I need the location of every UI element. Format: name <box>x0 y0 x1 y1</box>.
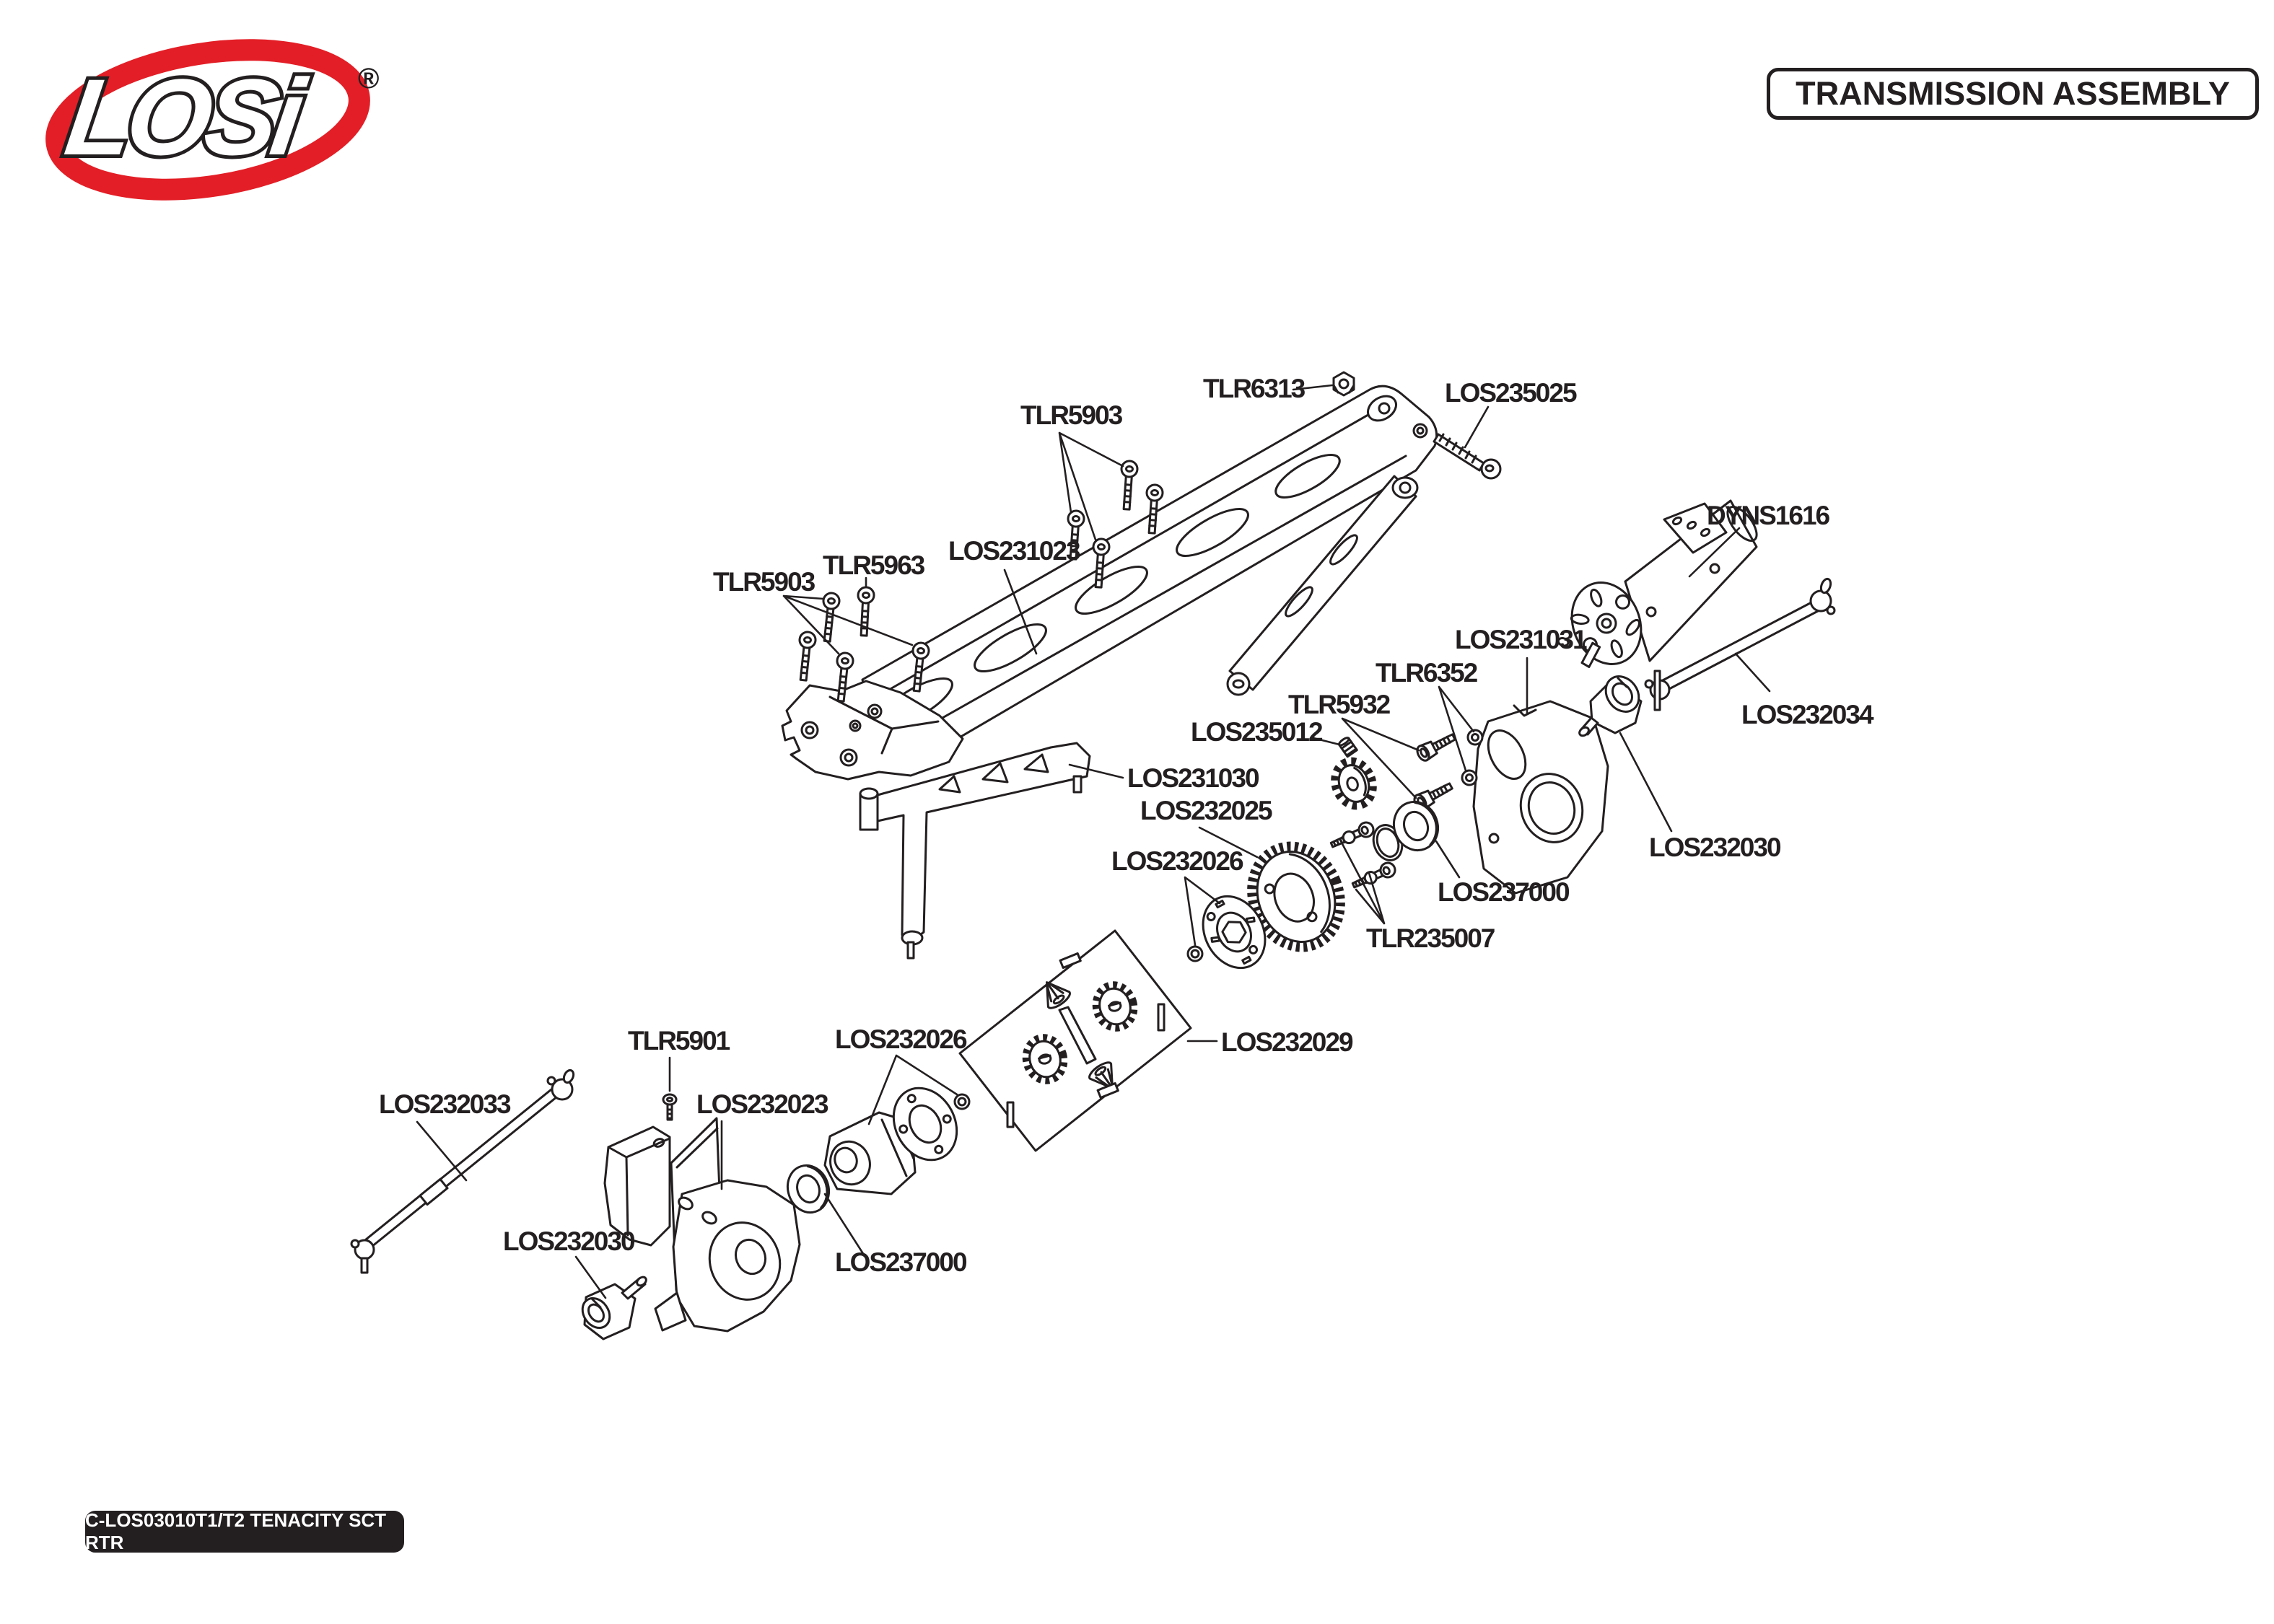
motor-plate-los231031 <box>1472 700 1609 895</box>
callout-tlr6313: TLR6313 <box>1203 374 1306 403</box>
bearing-right-los237000 <box>1393 800 1439 852</box>
driveshaft-right-los232034 <box>1644 577 1836 711</box>
gearbox-brace-strut <box>859 742 1091 960</box>
drive-cup-lower-los232030 <box>581 1276 647 1340</box>
leader-tlr5932 <box>1341 717 1420 799</box>
callout-los231023: LOS231023 <box>948 536 1080 566</box>
leader-dyns1616 <box>1688 527 1741 578</box>
callout-los237000-lower: LOS237000 <box>835 1247 967 1277</box>
leader-los231023 <box>1003 569 1038 655</box>
leader-tlr6313 <box>1292 384 1334 391</box>
chassis-bulkhead <box>781 680 964 781</box>
diff-internals-los232029 <box>958 929 1192 1152</box>
callout-los232026-upper: LOS232026 <box>1111 846 1243 876</box>
spur-gear-los232025 <box>1247 841 1345 952</box>
registered-mark: ® <box>358 63 379 95</box>
leader-los232026-lower <box>867 1054 958 1125</box>
leader-tlr235007 <box>1339 838 1386 925</box>
leader-los232034 <box>1734 652 1771 693</box>
motor-guard-cover <box>603 1125 671 1247</box>
oring-lower <box>953 1093 971 1110</box>
callout-tlr5903-left: TLR5903 <box>713 567 815 597</box>
leader-los232025 <box>1198 826 1259 859</box>
footer-text: C-LOS03010T1/T2 TENACITY SCT RTR <box>85 1509 387 1553</box>
leader-tlr5903-left <box>782 594 914 655</box>
callout-los232025: LOS232025 <box>1140 796 1272 825</box>
callout-tlr5963: TLR5963 <box>823 550 925 580</box>
callout-tlr6352: TLR6352 <box>1376 658 1478 688</box>
nut-tlr6313 <box>1332 371 1355 397</box>
callout-los232030-lower: LOS232030 <box>503 1226 635 1256</box>
diff-cover-plate-los232026 <box>1202 895 1267 970</box>
screw-los235025 <box>1433 433 1502 480</box>
callout-los231030: LOS231030 <box>1127 763 1259 793</box>
leader-los237000-right <box>1435 840 1461 879</box>
leader-los235025 <box>1464 405 1490 449</box>
callout-los232023: LOS232023 <box>696 1089 828 1119</box>
set-screw-los235012 <box>1337 737 1358 758</box>
leader-tlr6352 <box>1438 685 1475 772</box>
drive-cup-right-los232030 <box>1578 675 1643 737</box>
screw-tlr5901 <box>662 1093 678 1121</box>
footer-part-number: C-LOS03010T1/T2 TENACITY SCT RTR <box>85 1509 404 1553</box>
chassis-diagonal-arm <box>1226 475 1419 696</box>
page-title-box: TRANSMISSION ASSEMBLY <box>1767 68 2259 120</box>
callout-dyns1616: DYNS1616 <box>1707 501 1830 530</box>
leader-los237000-lower <box>823 1193 869 1262</box>
leader-los231030 <box>1068 763 1124 779</box>
leader-los232030-right <box>1619 732 1673 833</box>
driveshaft-left-los232033 <box>350 1068 575 1274</box>
losi-logo: LOSi ® <box>45 39 379 201</box>
callout-los232026-lower: LOS232026 <box>835 1024 967 1054</box>
bearing-lower-los237000 <box>786 1164 831 1214</box>
pinion-gear <box>1331 757 1377 810</box>
oring-upper <box>1186 945 1204 962</box>
leader-los232026-upper <box>1184 876 1221 947</box>
callout-tlr5903-top: TLR5903 <box>1020 400 1123 430</box>
losi-logo-text: LOSi <box>59 57 314 177</box>
callout-tlr235007: TLR235007 <box>1366 923 1495 953</box>
gearbox-housing-los232023 <box>654 1179 801 1333</box>
leader-los232033 <box>416 1120 468 1182</box>
leader-los235012 <box>1312 737 1341 746</box>
leader-tlr5903-top <box>1058 431 1124 541</box>
callout-labels: TLR5903 TLR6313 LOS235025 DYNS1616 LOS23… <box>379 374 1876 1277</box>
leader-lines <box>416 384 1771 1299</box>
screws-tlr5932 <box>1411 729 1459 813</box>
callout-los231031: LOS231031 <box>1455 625 1587 654</box>
callout-tlr5932: TLR5932 <box>1288 690 1391 719</box>
callout-los235025: LOS235025 <box>1445 378 1577 408</box>
callout-los232033: LOS232033 <box>379 1089 511 1119</box>
losi-logo-swoosh <box>45 39 370 201</box>
leader-los232030-lower <box>574 1255 607 1299</box>
chassis-brace-plate <box>861 385 1438 763</box>
page-title: TRANSMISSION ASSEMBLY <box>1796 75 2230 112</box>
callout-tlr5901: TLR5901 <box>628 1026 730 1055</box>
callout-los232029: LOS232029 <box>1221 1027 1353 1057</box>
callout-los232034: LOS232034 <box>1741 700 1874 729</box>
callout-los232030-right: LOS232030 <box>1649 833 1781 862</box>
callout-los235012: LOS235012 <box>1191 717 1323 747</box>
diff-gasket <box>892 1087 958 1162</box>
motor-dyns1616 <box>1557 499 1758 668</box>
callout-los237000-right: LOS237000 <box>1438 877 1570 907</box>
